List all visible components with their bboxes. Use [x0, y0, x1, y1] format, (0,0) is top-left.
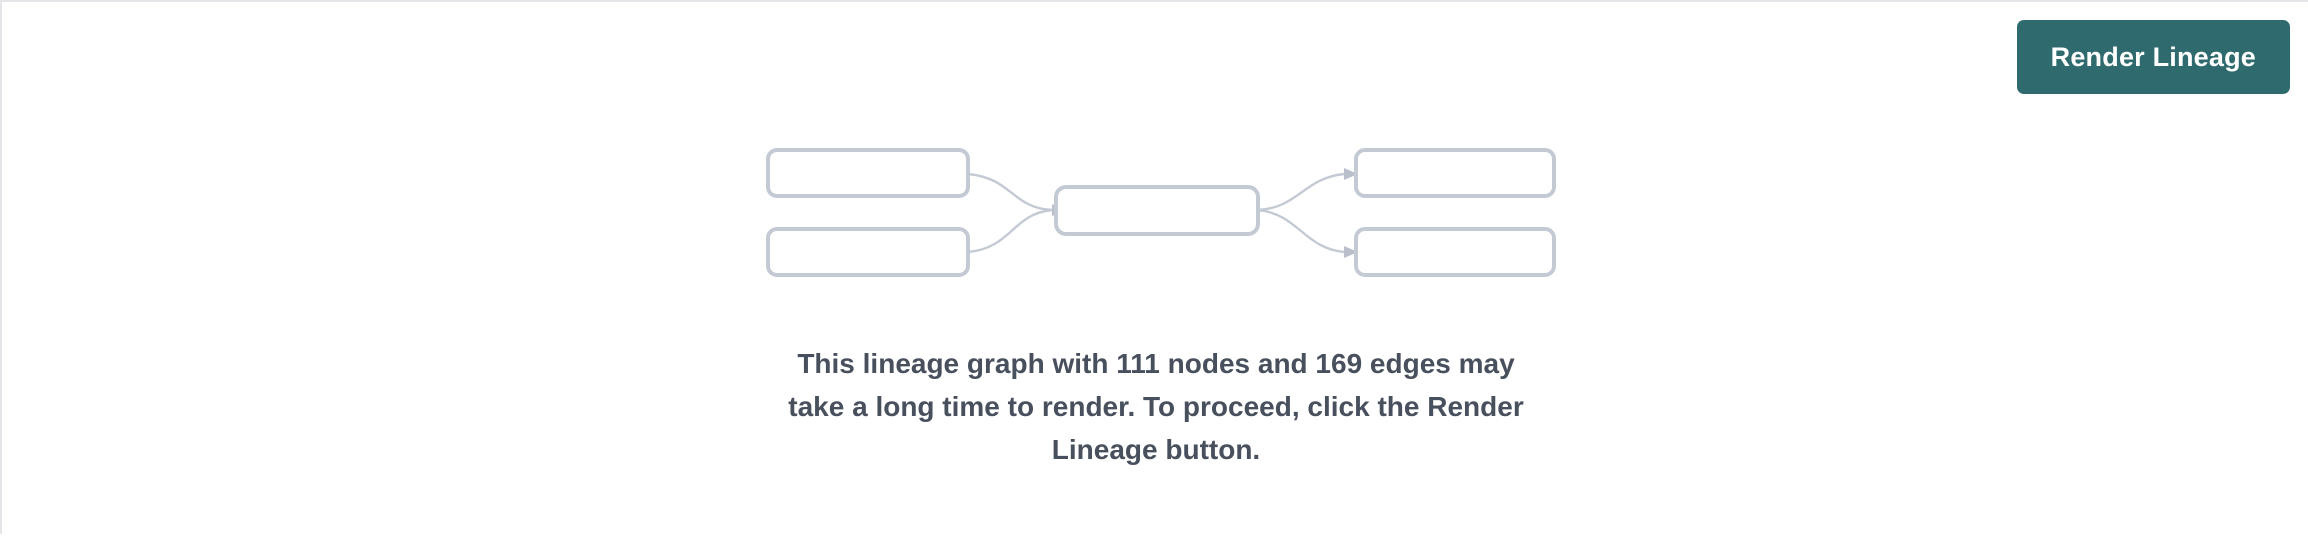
lineage-node-focus — [1054, 185, 1260, 236]
arrowhead-into-downstream-1 — [1344, 168, 1358, 180]
edge-focus-to-downstream-1 — [1257, 172, 1345, 212]
render-lineage-button[interactable]: Render Lineage — [2016, 20, 2290, 94]
lineage-node-upstream-1 — [766, 148, 970, 198]
lineage-toolbar: Render Lineage — [2016, 20, 2290, 94]
lineage-node-downstream-2 — [1354, 227, 1556, 277]
arrowhead-into-downstream-2 — [1344, 246, 1358, 258]
lineage-node-upstream-2 — [766, 227, 970, 277]
edge-upstream-2-to-focus — [967, 208, 1053, 254]
lineage-warning-message: This lineage graph with 111 nodes and 16… — [788, 348, 1524, 465]
edge-focus-to-downstream-2 — [1257, 208, 1345, 254]
lineage-placeholder-graph — [756, 130, 1556, 290]
edge-upstream-1-to-focus — [967, 172, 1053, 212]
lineage-node-downstream-1 — [1354, 148, 1556, 198]
